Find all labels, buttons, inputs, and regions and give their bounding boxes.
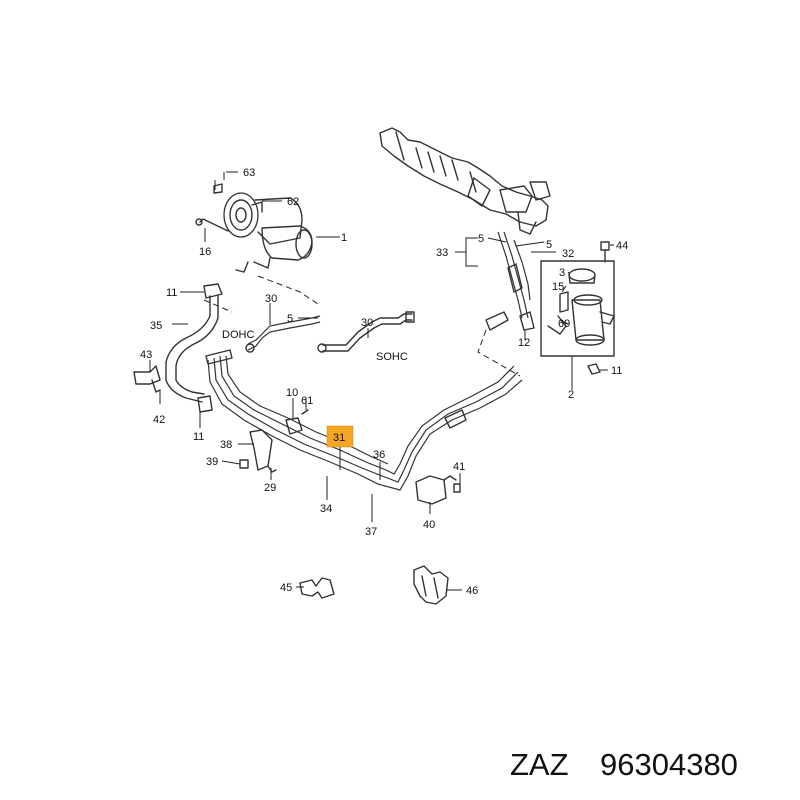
- callout-1: 1: [341, 232, 347, 244]
- callout-11-mid: 11: [193, 431, 204, 443]
- clamp-10: [285, 409, 309, 435]
- callout-32: 32: [562, 248, 574, 260]
- callout-12: 12: [518, 337, 530, 349]
- callout-45: 45: [280, 582, 292, 594]
- bracket-46: [413, 565, 449, 605]
- reservoir-bolt-44: [600, 241, 610, 263]
- return-hose-35: [165, 283, 223, 413]
- callout-30-dohc: 30: [265, 293, 277, 305]
- callout-34: 34: [320, 503, 332, 515]
- bracket-38: [239, 429, 277, 473]
- callout-46: 46: [466, 585, 478, 597]
- pump-bolt-16: [195, 218, 229, 232]
- callout-43: 43: [140, 349, 152, 361]
- dashed-guides: [203, 275, 521, 377]
- callout-36: 36: [373, 449, 385, 461]
- label-dohc: DOHC: [222, 329, 254, 341]
- cooler-lines: [205, 349, 523, 491]
- brand-name: ZAZ: [510, 747, 569, 782]
- steering-gear-assembly: [379, 127, 551, 235]
- callout-40: 40: [423, 519, 435, 531]
- callout-labels: 63 62 1 16 11 30 5 35 DOHC 30 SOHC 43 42…: [140, 167, 628, 597]
- reservoir-clamp-11: [587, 363, 601, 375]
- callout-38: 38: [220, 439, 232, 451]
- callout-30-sohc: 30: [361, 317, 373, 329]
- callout-10: 10: [286, 387, 298, 399]
- callout-3: 3: [559, 267, 565, 279]
- callout-37: 37: [365, 526, 377, 538]
- callout-11-top: 11: [166, 287, 177, 299]
- clip-45: [299, 577, 335, 599]
- label-sohc: SOHC: [376, 351, 408, 363]
- callout-63: 63: [243, 167, 255, 179]
- callout-16: 16: [199, 246, 211, 258]
- callout-44: 44: [616, 240, 628, 252]
- callout-61: 61: [301, 395, 313, 407]
- leader-lines: [149, 171, 614, 591]
- callout-29: 29: [264, 482, 276, 494]
- sohc-inset: [317, 311, 415, 353]
- bracket-40: [415, 475, 461, 505]
- pressure-hose: [485, 231, 535, 331]
- callout-69: 69: [558, 318, 570, 330]
- callout-42: 42: [153, 414, 165, 426]
- highlight-box: [326, 425, 354, 448]
- callout-15: 15: [552, 281, 564, 293]
- callout-35: 35: [150, 320, 162, 332]
- callout-2: 2: [568, 389, 574, 401]
- callout-5-dohc: 5: [287, 313, 293, 325]
- callout-62: 62: [287, 196, 299, 208]
- callout-33: 33: [436, 247, 448, 259]
- power-steering-pump: [223, 192, 313, 273]
- callout-31: 31: [333, 432, 345, 444]
- bracket-43: [133, 365, 161, 393]
- callout-41: 41: [453, 461, 465, 473]
- part-number: 96304380: [600, 747, 738, 782]
- reservoir-assembly: [540, 260, 615, 357]
- callout-11-right: 11: [611, 365, 622, 377]
- callout-39: 39: [206, 456, 218, 468]
- pump-bolt-63: [213, 183, 223, 194]
- callout-5-right: 5: [546, 239, 552, 251]
- dohc-pipe: [245, 315, 321, 353]
- callout-5-upper: 5: [478, 233, 484, 245]
